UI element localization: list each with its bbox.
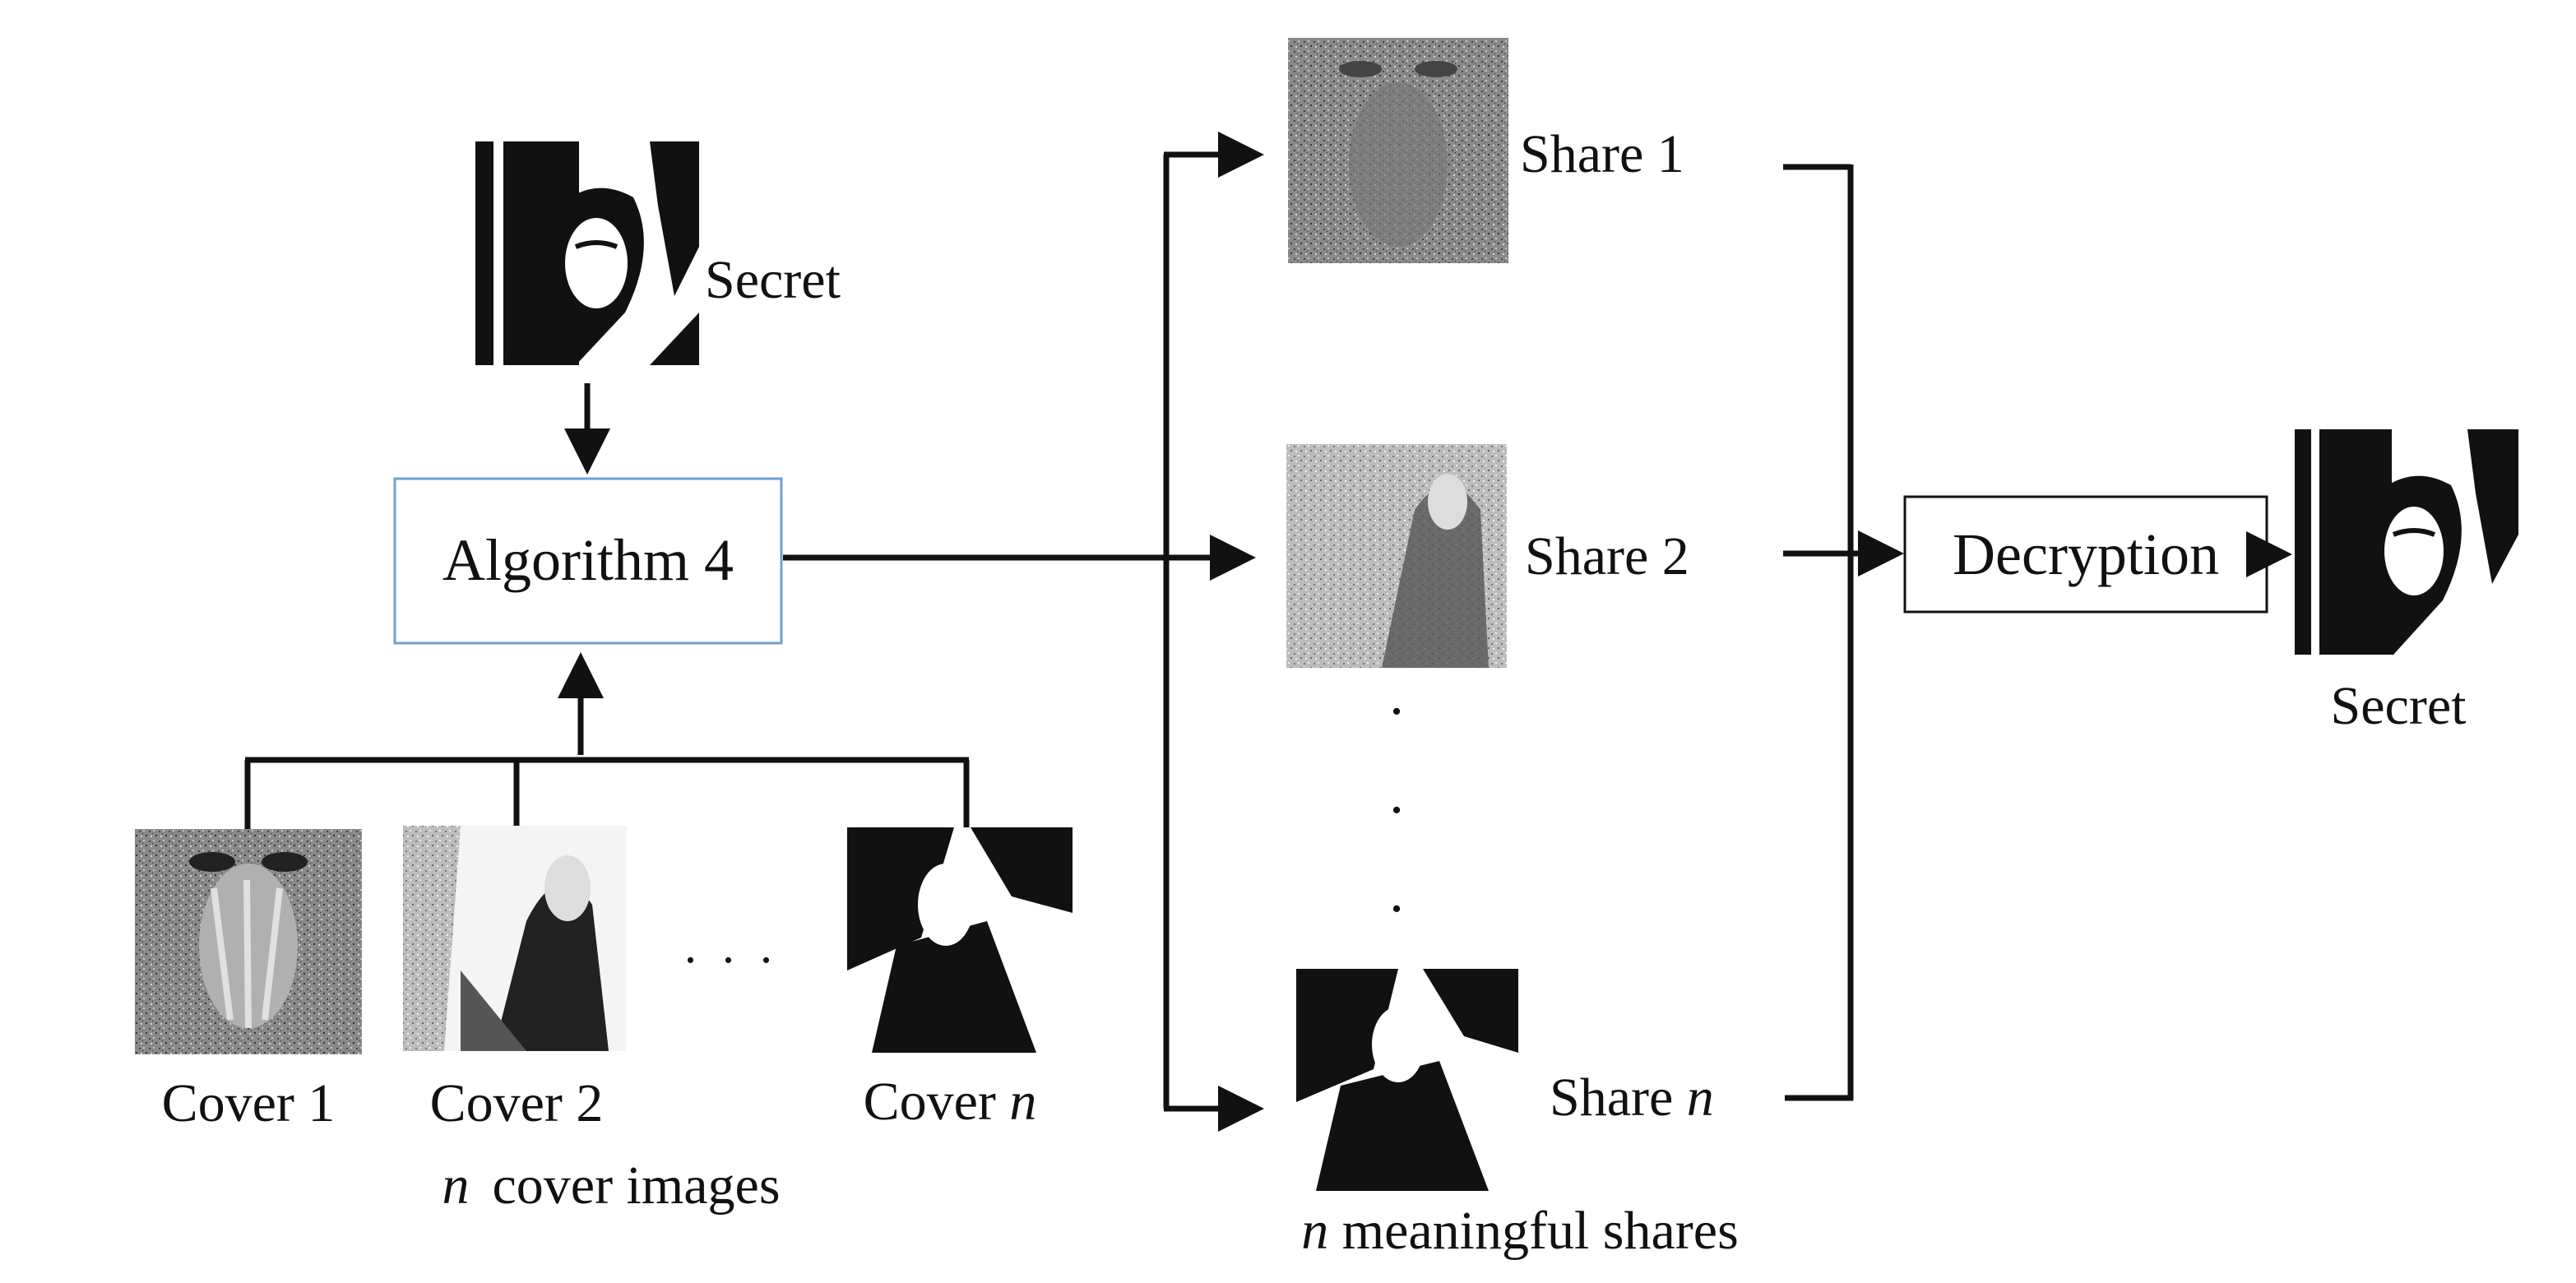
share-label-1: Share 1 [1520,124,1684,184]
share-dot-1: · [1387,680,1406,743]
secret-label: Secret [705,250,841,310]
share-image-1 [1288,38,1508,263]
secret-image [475,141,699,365]
share-image-n [1296,969,1518,1191]
cover-label-2: Cover 2 [430,1073,604,1133]
algorithm-label: Algorithm 4 [442,527,734,593]
shares-caption: n meaningful shares [1301,1201,1739,1261]
cover-label-n: Cover n [864,1072,1037,1132]
share-label-n: Share n [1550,1068,1714,1128]
algorithm-box: Algorithm 4 [393,477,783,645]
cover-label-1: Cover 1 [162,1073,336,1133]
share-dot-3: · [1387,878,1406,941]
shares-collection-bus [1783,164,1854,1101]
share-label-2: Share 2 [1525,526,1689,586]
cover-image-1 [135,829,362,1054]
decryption-label: Decryption [1953,521,2219,587]
share-image-2 [1286,444,1507,668]
cover-image-n [847,827,1073,1053]
decryption-box: Decryption [1903,495,2268,614]
recovered-secret-image [2295,429,2518,655]
cover-image-2 [403,826,627,1051]
cover-ellipsis: . . . [684,919,779,973]
share-dot-2: · [1387,779,1406,842]
covers-bus [244,757,970,831]
output-secret-label: Secret [2331,676,2467,736]
